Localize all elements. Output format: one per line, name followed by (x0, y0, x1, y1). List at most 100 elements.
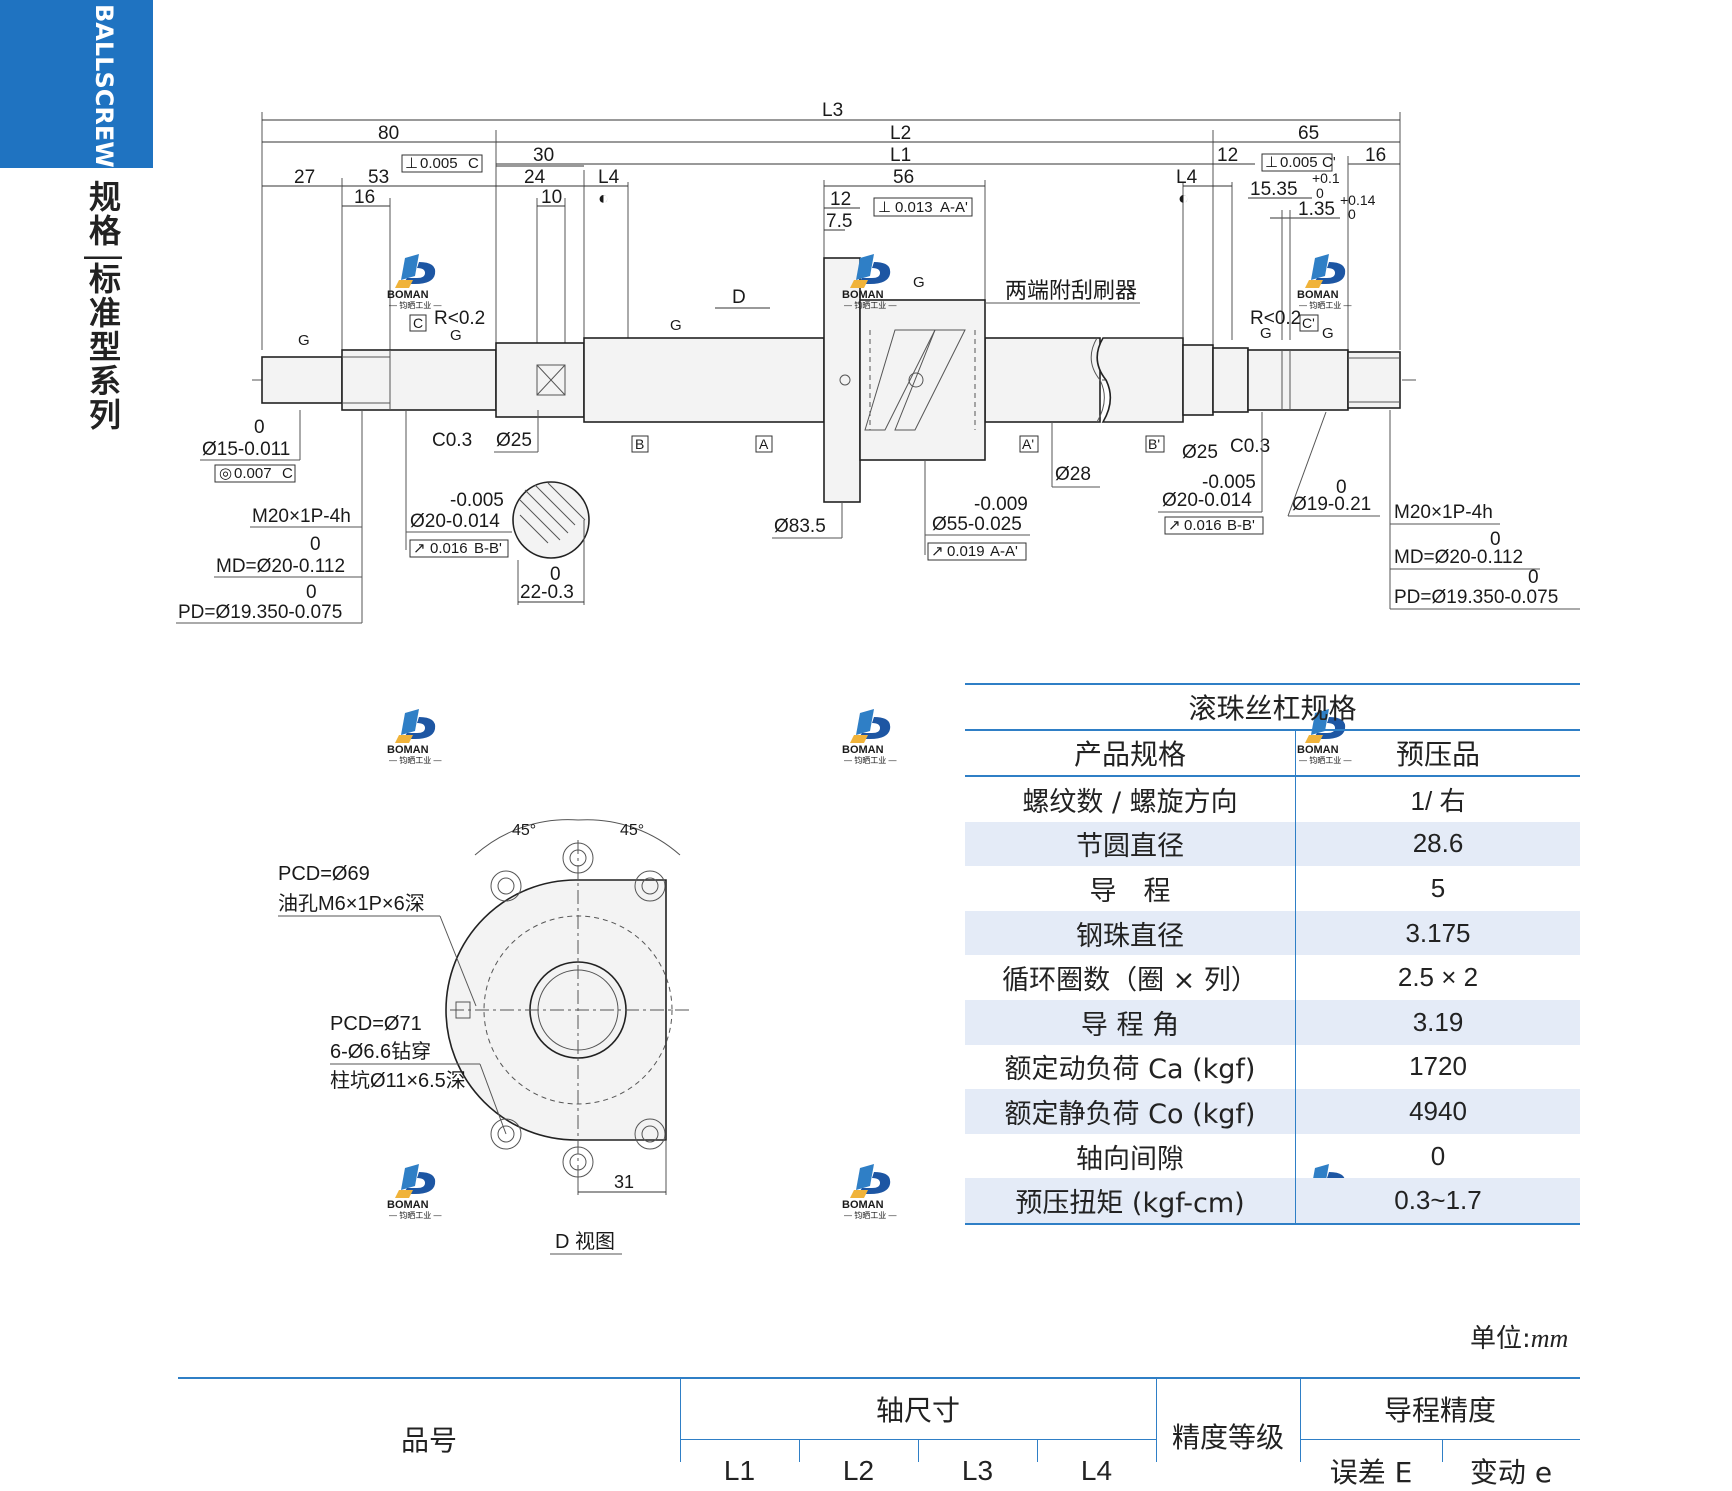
perp-symbol-left: ⊥ (405, 155, 418, 172)
col-L4: L4 (1080, 1455, 1113, 1486)
runout-symbol-left: ↗ (413, 540, 426, 557)
spec-table-header: 产品规格 预压品 (965, 731, 1580, 777)
spec-header-label: 产品规格 (1073, 738, 1186, 771)
datum-B-prime: B' (1148, 436, 1160, 452)
view-arrow-D: D (732, 287, 746, 308)
dim-7-5: 7.5 (826, 211, 852, 232)
dim-L1: L1 (890, 145, 911, 166)
pcd69-label: PCD=Ø69 (278, 863, 370, 885)
runout-left-value: 0.016 (430, 540, 468, 557)
oil-hole-label: 油孔M6×1P×6深 (278, 892, 425, 915)
d-view-caption: D 视图 (555, 1230, 615, 1253)
spec-value: 0 (1295, 1133, 1580, 1179)
dim-12a: 12 (830, 189, 851, 210)
dia15-zero: 0 (254, 417, 265, 438)
spec-value: 1/ 右 (1295, 777, 1580, 822)
pd-right: PD=Ø19.350-0.075 (1394, 587, 1558, 608)
angle-45-right: 45° (620, 822, 644, 839)
table-row: 预压扭矩 (kgf-cm) 0.3~1.7 (965, 1178, 1580, 1225)
boman-logo-4 (387, 709, 442, 765)
dia20-right: Ø20-0.014 (1162, 490, 1252, 511)
dia28: Ø28 (1055, 464, 1091, 485)
thread-left: M20×1P-4h (252, 506, 351, 527)
spec-value: 1720 (1295, 1044, 1580, 1090)
counterbore-label: 柱坑Ø11×6.5深 (330, 1069, 466, 1092)
concentricity-symbol: ◎ (219, 465, 232, 482)
pd-right-zero: 0 (1528, 567, 1539, 588)
dia25-left: Ø25 (496, 430, 532, 451)
brand-label: BALLSCREWS (90, 4, 118, 185)
grind-mark-1: G (298, 332, 310, 349)
perp-right-value: 0.005 (1280, 154, 1318, 171)
dim-53: 53 (368, 167, 389, 188)
perp-symbol-nut: ⊥ (878, 199, 891, 216)
boman-logo-8 (842, 1164, 897, 1220)
sidebar-brand-tab: BALLSCREWS (0, 0, 153, 185)
runout-nut-value: 0.019 (947, 543, 985, 560)
grind-mark-4: G (913, 274, 925, 291)
bolt-hole-label: 6-Ø6.6钻穿 (330, 1040, 431, 1063)
fillet-right: R<0.2 (1250, 308, 1301, 329)
perp-symbol-right: ⊥ (1265, 154, 1278, 171)
col-lead-precision: 导程精度 (1383, 1394, 1496, 1427)
runout-right-ref: B-B' (1227, 517, 1255, 534)
pd-left-zero: 0 (306, 582, 317, 603)
datum-C: C (413, 315, 423, 331)
spec-label: 预压扭矩 (kgf-cm) (1015, 1188, 1245, 1220)
unit-value: mm (1530, 1324, 1569, 1353)
flange-d-view: 45° 45° PCD=Ø69 油孔M6×1P×6深 PCD=Ø71 6-Ø6.… (278, 819, 690, 1255)
section-title-main: 规格 (84, 180, 122, 248)
dim-24: 24 (524, 167, 546, 188)
spec-value: 2.5 × 2 (1295, 955, 1580, 1000)
dim-65: 65 (1298, 123, 1319, 144)
datum-B: B (635, 436, 644, 452)
grind-mark-6: G (1322, 325, 1334, 342)
boman-logo-1 (387, 254, 442, 310)
spec-value: 0.3~1.7 (1295, 1178, 1580, 1223)
spec-label: 轴向间隙 (1076, 1143, 1184, 1175)
datum-C-prime: C' (1302, 315, 1315, 331)
tol-15-35-lower: 0 (1316, 185, 1324, 201)
dia55: Ø55-0.025 (932, 514, 1022, 535)
col-variation-e: 变动 e (1469, 1456, 1553, 1489)
dim-16a: 16 (354, 187, 375, 208)
table-row: 额定动负荷 Ca (kgf)1720 (965, 1044, 1580, 1090)
table-row: 导 程 角 3.19 (965, 999, 1580, 1045)
dim-12b: 12 (1217, 145, 1238, 166)
runout-nut-ref: A-A' (990, 543, 1018, 560)
half-circle-symbol-a: ◐ (598, 188, 609, 208)
col-part-no: 品号 (400, 1424, 457, 1457)
boman-logo-7 (387, 1164, 442, 1220)
col-shaft-dims: 轴尺寸 (875, 1394, 960, 1427)
spec-value: 3.19 (1295, 999, 1580, 1045)
dim-L3: L3 (822, 100, 843, 121)
runout-symbol-right: ↗ (1168, 517, 1181, 534)
dia25-right: Ø25 (1182, 442, 1218, 463)
perp-right-ref: C' (1322, 154, 1336, 171)
dimension-table-header: 品号 轴尺寸 精度等级 导程精度 L1 L2 L3 L4 误差 E 变动 e (178, 1377, 1580, 1489)
spec-header-value: 预压品 (1295, 731, 1580, 775)
spec-label: 螺纹数 / 螺旋方向 (1022, 786, 1238, 818)
spec-value: 3.175 (1295, 910, 1580, 956)
perp-left-value: 0.005 (420, 155, 458, 172)
wiper-note: 两端附刮刷器 (1005, 278, 1137, 303)
unit-label: 单位:mm (1470, 1318, 1568, 1355)
ballscrew-drawing: L3 80 L2 65 L1 30 24 27 53 16 10 L4 ◐ (176, 100, 1580, 624)
half-circle-symbol-b: ◐ (1178, 188, 1189, 208)
tol-15-35-upper: +0.1 (1312, 170, 1340, 186)
tol-20-right: -0.005 (1202, 472, 1256, 493)
fillet-left: R<0.2 (434, 308, 485, 329)
dim-1-35: 1.35 (1298, 199, 1335, 220)
unit-prefix: 单位: (1470, 1324, 1531, 1354)
dim-31: 31 (614, 1172, 634, 1192)
spec-label: 额定静负荷 Co (kgf) (1004, 1098, 1256, 1130)
dim-56: 56 (893, 167, 914, 188)
md-left: MD=Ø20-0.112 (216, 556, 345, 577)
conc-value: 0.007 (234, 465, 272, 482)
spec-label: 导 程 (1089, 875, 1171, 907)
section-title-sub: 标准型系列 (84, 262, 122, 432)
dim-10: 10 (541, 187, 562, 208)
spec-label: 导 程 角 (1080, 1009, 1180, 1041)
table-row: 额定静负荷 Co (kgf)4940 (965, 1089, 1580, 1134)
dia83: Ø83.5 (774, 516, 826, 537)
